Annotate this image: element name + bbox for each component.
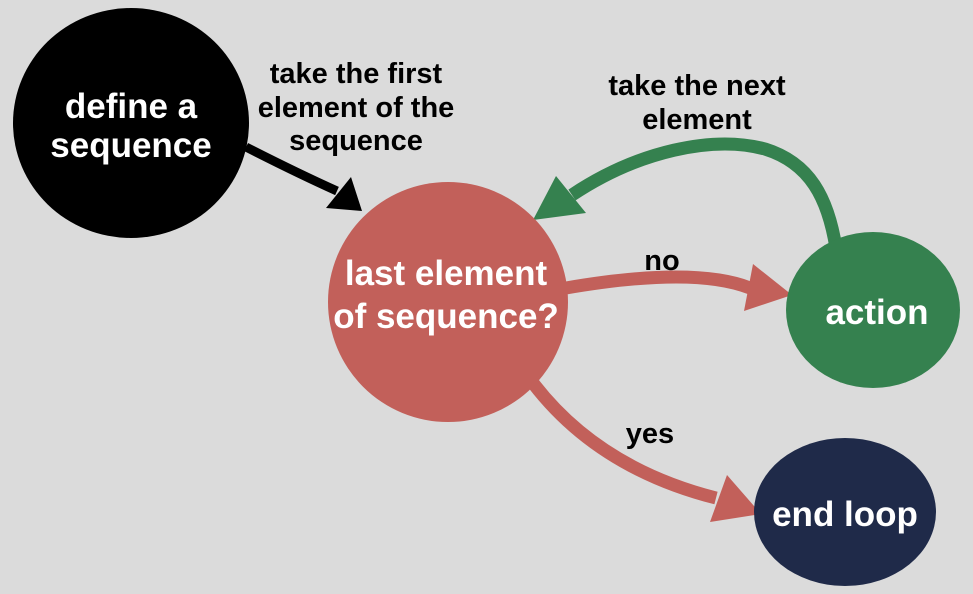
edge-yes-line xyxy=(527,379,718,505)
node-last-element-question-shape xyxy=(328,182,568,422)
node-end-loop: end loop xyxy=(754,438,936,586)
node-end-loop-label: end loop xyxy=(772,495,918,534)
edge-take-next xyxy=(533,137,843,250)
node-end-loop-shape xyxy=(754,438,936,586)
edge-take-first xyxy=(243,142,362,211)
node-last-element-label-line2: of sequence? xyxy=(333,297,559,336)
edge-take-next-label-line2: element xyxy=(642,104,752,136)
edge-take-next-line xyxy=(568,137,843,250)
edge-no-arrowhead-icon xyxy=(744,264,792,311)
edge-take-first-label-line3: sequence xyxy=(289,125,423,157)
edge-yes xyxy=(527,379,761,522)
node-define-sequence: define a sequence xyxy=(13,8,249,238)
edge-no xyxy=(564,264,792,311)
edge-take-first-label-line2: element of the xyxy=(258,92,455,124)
node-action-shape xyxy=(786,232,960,388)
edge-yes-arrowhead-icon xyxy=(710,475,761,522)
node-define-sequence-label-line1: define a xyxy=(65,87,198,126)
edge-take-first-label: take the first element of the sequence xyxy=(258,58,455,157)
edge-take-next-arrowhead-icon xyxy=(533,176,586,220)
edge-no-label-text: no xyxy=(644,245,679,277)
node-define-sequence-shape xyxy=(13,8,249,238)
node-last-element-label-line1: last element xyxy=(345,254,548,293)
node-last-element-question: last element of sequence? xyxy=(328,182,568,422)
node-define-sequence-label-line2: sequence xyxy=(50,126,211,165)
edge-yes-label: yes xyxy=(626,418,674,450)
edge-take-next-label: take the next element xyxy=(608,70,786,136)
node-action-label: action xyxy=(825,293,928,332)
edge-take-next-label-line1: take the next xyxy=(608,70,786,102)
edge-no-label: no xyxy=(644,245,679,277)
edge-take-first-label-line1: take the first xyxy=(270,58,443,90)
edge-yes-label-text: yes xyxy=(626,418,674,450)
node-action: action xyxy=(786,232,960,388)
edge-no-line xyxy=(564,270,753,295)
edge-take-first-arrowhead-icon xyxy=(326,177,362,211)
edge-take-first-line xyxy=(243,142,339,196)
